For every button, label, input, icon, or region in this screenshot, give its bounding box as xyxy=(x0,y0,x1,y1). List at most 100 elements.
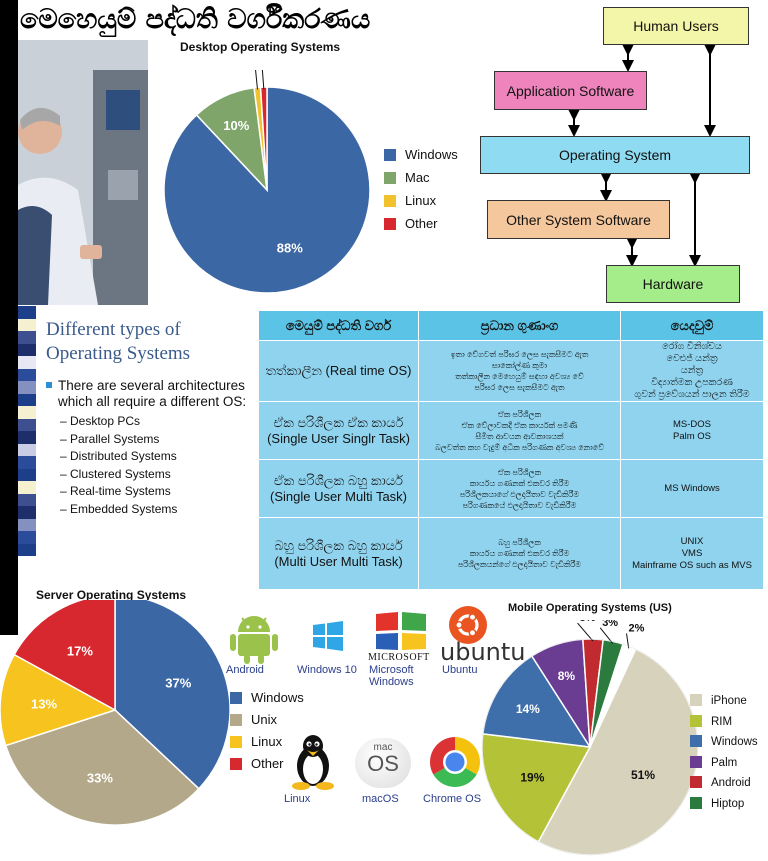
slide-item: – Desktop PCs xyxy=(60,414,141,428)
legend-label: Palm xyxy=(711,756,738,769)
legend-item: Hiptop xyxy=(690,796,745,810)
legend-swatch xyxy=(384,172,396,184)
pie-label: 51% xyxy=(631,768,655,782)
legend-swatch xyxy=(384,195,396,207)
legend-label: Windows xyxy=(405,147,458,162)
legend-item: RIM xyxy=(690,714,733,728)
table-row: ඒක පරිශීලක බහු කාර්ය (Single User Multi … xyxy=(258,459,764,518)
legend-label: iPhone xyxy=(711,695,747,707)
legend-swatch xyxy=(690,776,702,788)
legend-label: RIM xyxy=(711,715,733,728)
table-header-cell: යෙදවුම් xyxy=(620,310,764,341)
legend-swatch xyxy=(384,218,396,230)
ubuntu-logo-icon xyxy=(449,606,487,644)
legend-item: Other xyxy=(384,216,438,231)
os-type-cell: ඒක පරිශීලක ඒක කාර්ය (Single User Singlr … xyxy=(258,401,419,460)
legend-label: Windows xyxy=(251,690,304,705)
pie-label: 37% xyxy=(165,676,191,691)
linux-label: Linux xyxy=(284,793,311,805)
legend-item: Linux xyxy=(230,734,282,749)
table-header-cell: ප්‍රධාන ගුණාංග xyxy=(418,310,621,341)
microsoft-wordmark: MICROSOFT xyxy=(368,652,430,663)
mobile-chart-title: Mobile Operating Systems (US) xyxy=(508,602,672,614)
legend-swatch xyxy=(690,714,702,727)
pie-label: 19% xyxy=(520,771,544,785)
pie-label: 8% xyxy=(558,669,576,683)
legend-label: Mac xyxy=(405,170,430,185)
legend-item: Palm xyxy=(690,755,738,769)
legend-label: Hiptop xyxy=(711,797,745,810)
application-software-box: Application Software xyxy=(494,71,647,110)
microsoft-windows-label: Microsoft Windows xyxy=(369,664,414,688)
legend-item: Windows xyxy=(384,147,458,162)
legend-label: Other xyxy=(251,756,284,771)
table-row: ඒක පරිශීලක ඒක කාර්ය (Single User Singlr … xyxy=(258,401,764,460)
legend-item: Other xyxy=(230,756,284,771)
pie-slice-windows xyxy=(114,600,230,790)
os-types-table: මෙයුම් පද්ධති වර්ග ප්‍රධාන ගුණාංග යෙදවුම… xyxy=(258,310,764,590)
pie-label: 33% xyxy=(87,770,113,785)
operating-system-box: Operating System xyxy=(480,136,750,174)
pie-label: 10% xyxy=(223,118,249,133)
ubuntu-wordmark: ubuntu xyxy=(440,638,526,666)
slide-bullet: There are several architectures which al… xyxy=(46,378,261,518)
legend-label: Unix xyxy=(251,712,278,727)
pie-outline xyxy=(481,638,699,856)
other-system-software-box: Other System Software xyxy=(487,200,670,239)
bullet-text: There are several architectures which al… xyxy=(58,378,247,409)
pie-label: 14% xyxy=(516,702,540,716)
legend-swatch xyxy=(230,758,242,770)
label-leader-line xyxy=(261,70,265,90)
legend-label: Linux xyxy=(251,734,283,749)
slide-item: – Parallel Systems xyxy=(60,431,160,446)
hardware-box: Hardware xyxy=(606,265,740,303)
slide-items: – Desktop PCs – Parallel Systems – Distrib… xyxy=(46,413,261,518)
diagram-connectors xyxy=(568,44,716,267)
windows10-label: Windows 10 xyxy=(297,664,357,676)
pie-label: 88% xyxy=(277,240,303,255)
bullet-square-icon xyxy=(46,382,52,388)
human-users-box: Human Users xyxy=(603,7,749,45)
legend-item: iPhone xyxy=(690,694,747,707)
macos-mark-small: mac xyxy=(373,742,393,753)
legend-item: Windows xyxy=(690,735,758,748)
legend-swatch xyxy=(690,755,702,768)
slide-item: – Distributed Systems xyxy=(60,449,177,463)
legend-swatch xyxy=(230,692,242,704)
pie-slice-linux xyxy=(0,653,117,747)
legend-swatch xyxy=(690,694,702,706)
os-type-cell: තත්කාලීන (Real time OS) xyxy=(258,340,419,402)
legend-swatch xyxy=(384,149,396,161)
android-label: Android xyxy=(226,664,264,676)
pie-label: 13% xyxy=(31,696,57,711)
legend-item: Android xyxy=(690,776,751,789)
microsoft-windows-logo-icon xyxy=(376,612,426,650)
slide-title: Different types of Operating Systems xyxy=(46,319,191,364)
legend-label: Windows xyxy=(711,736,758,748)
legend-item: Windows xyxy=(230,690,304,705)
legend-swatch xyxy=(230,714,242,726)
legend-item: Unix xyxy=(230,712,277,727)
chrome-os-label: Chrome OS xyxy=(423,793,482,805)
legend-swatch xyxy=(690,735,702,747)
mobile-pie-chart: 51%19%14%8%3%3%2% xyxy=(481,620,699,856)
pie-label: 3% xyxy=(602,620,618,629)
pie-slice-windows xyxy=(163,86,371,294)
label-leader-line xyxy=(577,622,594,642)
chrome-os-logo-icon xyxy=(430,737,480,787)
applications-cell: MS Windows xyxy=(620,459,764,518)
table-header-row: මෙයුම් පද්ධති වර්ග ප්‍රධාන ගුණාංග යෙදවුම… xyxy=(258,310,764,341)
windows10-logo-icon xyxy=(313,621,343,651)
table-row: තත්කාලීන (Real time OS)ඉතා වේගවත් පරිඝර … xyxy=(258,340,764,402)
pie-label: 3% xyxy=(580,620,596,624)
label-leader-line xyxy=(255,70,258,90)
table-row: බහු පරිශීලක බහු කාර්ය (Multi User Multi … xyxy=(258,517,764,590)
slide-item: – Clustered Systems xyxy=(60,466,171,481)
